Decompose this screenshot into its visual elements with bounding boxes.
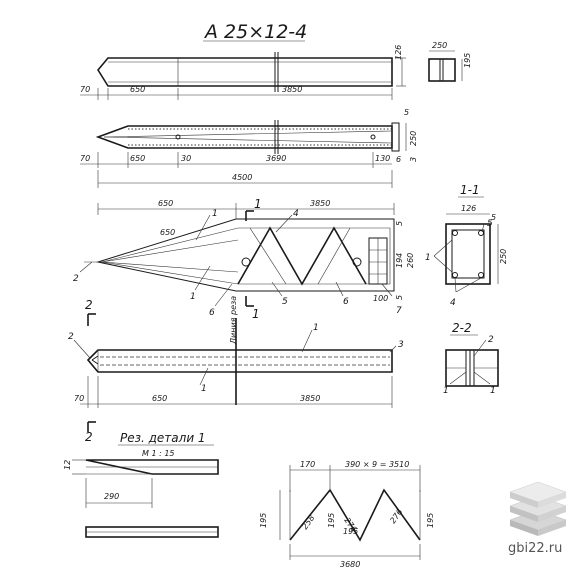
watermark: gbi22.ru [508, 481, 567, 556]
callout-5-s11: 5 [487, 219, 493, 229]
detail-scale: М 1 : 15 [142, 449, 175, 458]
dim-258: 258 [300, 513, 316, 531]
dim-3850-d: 3850 [300, 394, 320, 403]
callout-3: 3 [398, 340, 404, 350]
dim-195-end: 195 [463, 53, 472, 68]
dim-70-b: 70 [80, 154, 90, 163]
spiral-bar-detail: 170 390 × 9 = 3510 195 258 195 276 195 2… [259, 460, 435, 569]
dim-6-plan: 6 [396, 155, 401, 164]
dim-5-cage-b: 5 [395, 295, 404, 300]
dim-194-cage: 194 [395, 253, 404, 268]
dim-250-plan: 250 [409, 131, 418, 146]
callout-1-s11: 1 [425, 253, 431, 263]
callout-2-a: 2 [73, 274, 79, 284]
dim-3850-c: 3850 [310, 199, 330, 208]
dim-650-diag: 650 [160, 228, 175, 237]
callout-4-a: 4 [293, 209, 299, 219]
section-2-2: 2-2 2 1 1 [443, 321, 499, 396]
callout-1-b: 1 [190, 292, 196, 302]
dim-100-cage: 100 [373, 294, 388, 303]
dim-70-d: 70 [74, 394, 84, 403]
dim-195-spiral-d: 195 [426, 513, 435, 528]
layers-logo-icon [509, 481, 567, 536]
section-1-1-title: 1-1 [460, 183, 480, 197]
callout-5-a: 5 [282, 297, 288, 307]
dim-5-cage: 5 [395, 221, 404, 226]
dim-650-b: 650 [130, 154, 145, 163]
dim-390x9: 390 × 9 = 3510 [345, 460, 409, 469]
callout-6-a: 6 [209, 308, 215, 318]
dim-250-end: 250 [432, 41, 447, 50]
cut-line-label: Линия реза [229, 296, 238, 345]
dim-4500: 4500 [232, 173, 252, 182]
dim-195-spiral-a: 195 [259, 513, 268, 528]
pile-bottom-view: Линия реза 2 2 70 650 3850 2 1 1 3 [68, 296, 404, 444]
dim-290-detail: 290 [104, 492, 119, 501]
dim-260-cage: 260 [406, 253, 415, 268]
dim-5-plan: 5 [404, 108, 409, 117]
dim-5-s11: 5 [491, 213, 496, 222]
dim-195-spiral-b: 195 [327, 513, 336, 528]
detail-title: Рез. детали 1 [120, 431, 206, 445]
cut-2-top: 2 [85, 298, 93, 312]
dim-250-s11: 250 [499, 249, 508, 264]
callout-1-s22b: 1 [490, 386, 496, 396]
callout-1-a: 1 [212, 209, 218, 219]
section-1-1: 1-1 126 250 5 1 4 5 [425, 183, 508, 308]
dim-170-spiral: 170 [300, 460, 315, 469]
dim-3-plan: 3 [409, 157, 418, 162]
dim-3850-a: 3850 [282, 85, 302, 94]
reinforcement-cage-view: 650 3850 650 5 194 260 5 100 1 1 1 4 2 1… [73, 197, 415, 321]
dim-12-detail: 12 [63, 460, 72, 470]
cut-1-top: 1 [254, 197, 262, 211]
pile-plan-view: 5 250 6 3 70 650 30 3690 130 4500 [80, 108, 418, 188]
dim-3690-b: 3690 [266, 154, 286, 163]
pile-side-view: 126 70 650 3850 [80, 45, 406, 100]
dim-70-a: 70 [80, 85, 90, 94]
dim-3680: 3680 [340, 560, 360, 569]
callout-4-s11: 4 [450, 298, 456, 308]
dim-195-spiral-c: 195 [343, 527, 358, 536]
section-2-2-title: 2-2 [452, 321, 472, 335]
callout-2-s22: 2 [488, 335, 494, 345]
watermark-text: gbi22.ru [508, 541, 562, 556]
drawing-title: А 25×12-4 [203, 21, 307, 43]
callout-1-d: 1 [201, 384, 207, 394]
dim-130-b: 130 [375, 154, 390, 163]
dim-126-s11: 126 [461, 204, 476, 213]
dim-650-c: 650 [158, 199, 173, 208]
end-view: 250 195 [428, 41, 472, 82]
callout-7: 7 [396, 306, 402, 316]
callout-6-b: 6 [343, 297, 349, 307]
dim-126-side: 126 [394, 45, 403, 60]
cut-1-bottom: 1 [252, 307, 260, 321]
dim-30-b: 30 [181, 154, 191, 163]
detail-1: Рез. детали 1 М 1 : 15 12 290 [63, 431, 219, 538]
callout-1-c: 1 [313, 323, 319, 333]
callout-2-b: 2 [68, 332, 74, 342]
callout-1-s22a: 1 [443, 386, 449, 396]
dim-650-a: 650 [130, 85, 145, 94]
dim-650-d: 650 [152, 394, 167, 403]
cut-2-bottom: 2 [85, 430, 93, 444]
